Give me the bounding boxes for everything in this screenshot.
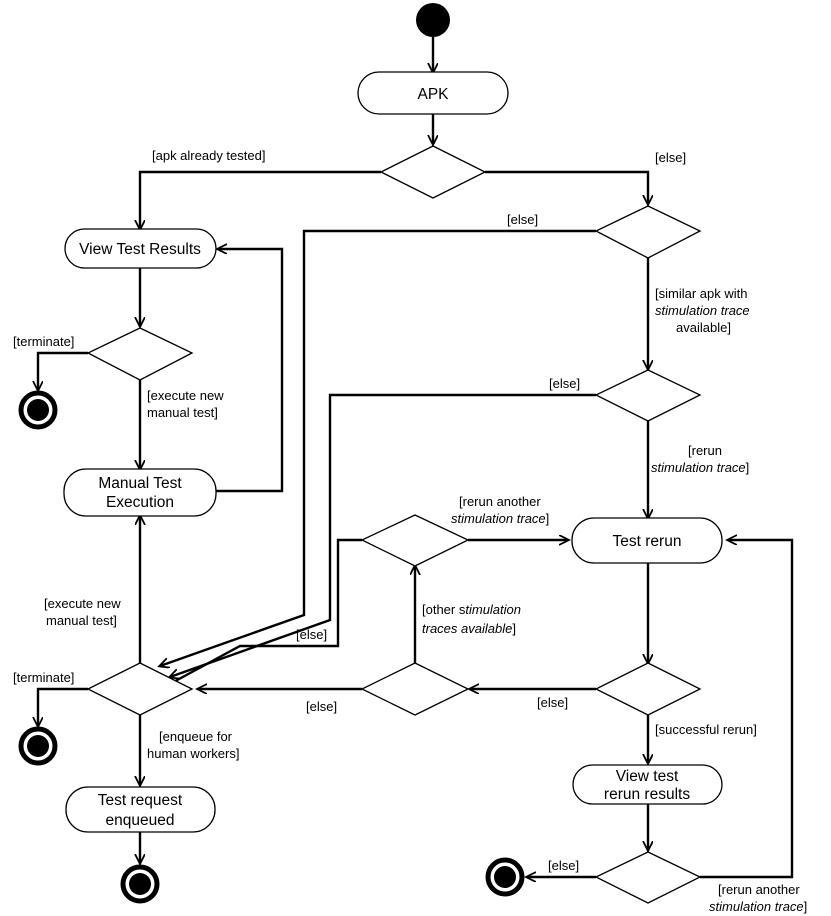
decision-rerun-successful (594, 662, 702, 716)
guard-execute-manual-bottom-line-1: [execute new (44, 596, 121, 611)
activity-apk: APK (357, 71, 509, 115)
guard-else-tested: [else] (655, 150, 686, 165)
activity-manual-test-execution: Manual Test Execution (63, 468, 217, 517)
edge-rerun-another-bottom (700, 540, 794, 879)
manual-test-execution-line-2: Execution (106, 494, 174, 511)
edge-tested-to-view-results (140, 170, 381, 229)
guard-else-final: [else] (548, 858, 579, 873)
guard-other-traces-line-1: [other stimulation (422, 602, 521, 617)
activity-test-request-enqueued: Test request enqueued (65, 786, 216, 833)
guard-labels: [apk already tested] [else] [else] [simi… (13, 148, 807, 914)
guard-else-similar: [else] (507, 212, 538, 227)
nodes: APK View Test Results Manual Test Execut… (18, 3, 723, 904)
final-node-terminate-bottom (18, 726, 58, 766)
guard-apk-already-tested: [apk already tested] (152, 148, 265, 163)
guard-enqueue-line-1: [enqueue for (159, 729, 233, 744)
edge-manual-back-to-view (216, 249, 284, 493)
edges (38, 37, 794, 879)
final-node-enqueued (120, 864, 160, 904)
guard-execute-manual-line-2: manual test] (147, 405, 218, 420)
guard-similar-apk-line-2: stimulation trace (655, 303, 750, 318)
edge-another-else (168, 538, 362, 685)
edge-tested-else (485, 170, 648, 204)
guard-else-trace: [else] (549, 376, 580, 391)
edge-terminate-top (38, 351, 88, 390)
guard-other-traces-line-2: traces available] (422, 621, 516, 636)
guard-similar-apk-line-3: available] (676, 320, 731, 335)
activity-test-rerun: Test rerun (571, 517, 723, 564)
decision-manual-or-enqueue (86, 662, 194, 716)
guard-else-success: [else] (537, 695, 568, 710)
edge-trace-else-to-decision (170, 393, 596, 677)
guard-else-another: [else] (296, 627, 327, 642)
guard-rerun-another-top-line-1: [rerun another (459, 494, 541, 509)
decision-view-results (86, 327, 194, 381)
test-rerun-label: Test rerun (613, 533, 682, 550)
view-test-rerun-results-line-1: View test (616, 768, 679, 785)
guard-rerun-another-bottom-line-1: [rerun another (718, 882, 800, 897)
decision-trace-available (594, 369, 702, 422)
final-node-terminate-top (18, 390, 58, 430)
decision-similar-apk (594, 205, 702, 259)
edge-terminate-bottom (38, 687, 88, 726)
guard-similar-apk-line-1: [similar apk with (655, 286, 747, 301)
guard-rerun-line-2: stimulation trace] (651, 460, 749, 475)
guard-else-other-traces: [else] (306, 699, 337, 714)
guard-rerun-another-bottom-line-2: stimulation trace] (709, 899, 807, 914)
decision-apk-tested (379, 145, 487, 199)
decision-other-traces (360, 662, 470, 716)
guard-rerun-line-1: [rerun (688, 443, 722, 458)
guard-terminate-bottom: [terminate] (13, 670, 74, 685)
guard-successful-rerun: [successful rerun] (655, 722, 757, 737)
guard-execute-manual-bottom-line-2: manual test] (46, 613, 117, 628)
test-request-enqueued-line-1: Test request (98, 792, 183, 809)
apk-label: APK (417, 86, 449, 103)
activity-view-test-rerun-results: View test rerun results (572, 764, 723, 805)
view-test-results-label: View Test Results (79, 241, 201, 258)
activity-view-test-results: View Test Results (64, 228, 217, 269)
guard-execute-manual-line-1: [execute new (147, 388, 224, 403)
initial-node (416, 3, 450, 37)
edge-similar-else-to-decision (160, 229, 596, 666)
decision-rerun-another (360, 514, 470, 567)
test-request-enqueued-line-2: enqueued (106, 812, 175, 829)
decision-after-rerun-results (594, 851, 702, 904)
manual-test-execution-line-1: Manual Test (98, 475, 182, 492)
guard-enqueue-line-2: human workers] (147, 746, 239, 761)
guard-terminate-top: [terminate] (13, 334, 74, 349)
view-test-rerun-results-line-2: rerun results (604, 786, 690, 803)
guard-rerun-another-top-line-2: stimulation trace] (451, 511, 549, 526)
final-node-rerun (485, 857, 525, 897)
